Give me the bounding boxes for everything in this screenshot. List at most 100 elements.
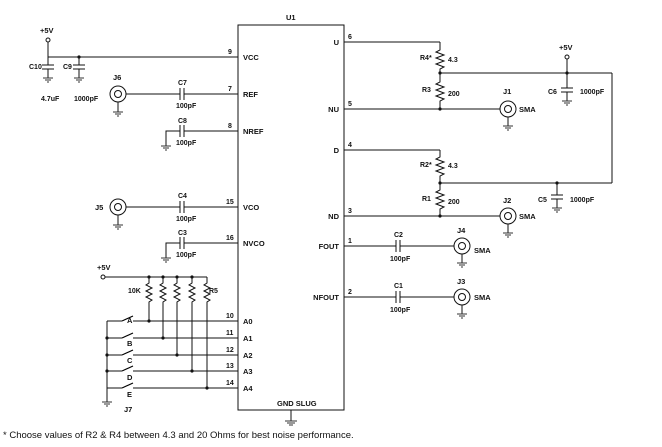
pin-number: 12	[226, 347, 234, 354]
capacitor-c1: C1 100pF	[380, 283, 454, 314]
pin-number: 5	[348, 101, 352, 108]
resistor-r1: R1 200	[422, 183, 460, 216]
connector-type: SMA	[519, 105, 536, 114]
pin-name: A1	[243, 334, 253, 343]
cap-value: 1000pF	[580, 89, 605, 96]
connector-ref: J2	[503, 196, 511, 205]
resistor-ref: R4*	[420, 55, 432, 62]
ic-footer: GND SLUG	[277, 399, 317, 408]
connector-j5: J5	[95, 198, 127, 230]
pin-name: REF	[243, 90, 258, 99]
cap-value: 100pF	[390, 256, 411, 263]
cap-value: 4.7uF	[41, 96, 60, 103]
switch-label: A	[127, 316, 133, 325]
switch-label: B	[127, 339, 133, 348]
resistor-ref: R5	[209, 288, 218, 295]
capacitor-c8: C8 100pF	[161, 118, 200, 151]
supply-label: +5V	[97, 263, 111, 272]
pin-name: U	[334, 38, 339, 47]
pin-name: VCC	[243, 53, 259, 62]
resistor-network: 10K R5	[128, 277, 218, 388]
pin-name: VCO	[243, 203, 259, 212]
supply-right: +5V	[559, 43, 573, 73]
supply-label: +5V	[40, 26, 54, 35]
cap-value: 1000pF	[570, 197, 595, 204]
capacitor-c4: C4 100pF	[176, 193, 197, 223]
capacitor-c9: C9 1000pF	[63, 57, 99, 103]
footnote: * Choose values of R2 & R4 between 4.3 a…	[3, 430, 354, 441]
pin-name: NFOUT	[313, 293, 339, 302]
pin-number: 11	[226, 330, 234, 337]
connector-j3: J3 SMA	[453, 277, 491, 319]
supply-top-left: +5V	[40, 26, 54, 57]
pin-number: 10	[226, 313, 234, 320]
pin-number: 6	[348, 34, 352, 41]
resistor-ref: R3	[422, 87, 431, 94]
switch-label: E	[127, 390, 132, 399]
resistor-value: 4.3	[448, 57, 458, 64]
capacitor-c7: C7 100pF	[176, 80, 197, 110]
cap-ref: C5	[538, 197, 547, 204]
cap-ref: C2	[394, 232, 403, 239]
resistor-r4: R4* 4.3	[420, 42, 458, 73]
switch-bank-ref: J7	[124, 405, 132, 414]
pin-name: D	[334, 146, 340, 155]
pin-name: ND	[328, 212, 339, 221]
cap-value: 100pF	[176, 216, 197, 223]
pin-name: NVCO	[243, 239, 265, 248]
pin-number: 16	[226, 235, 234, 242]
pin-number: 8	[228, 123, 232, 130]
resistor-ref: R1	[422, 196, 431, 203]
pin-name: A3	[243, 367, 253, 376]
switch-bank-j7: J7 A B C D E	[102, 315, 200, 414]
connector-type: SMA	[474, 293, 491, 302]
cap-ref: C10	[29, 64, 42, 71]
connector-j2: J2 SMA	[499, 196, 536, 238]
pin-number: 4	[348, 142, 352, 149]
capacitor-c5: C5 1000pF	[538, 183, 595, 213]
cap-ref: C8	[178, 118, 187, 125]
connector-j1: J1 SMA	[499, 87, 536, 131]
pin-number: 1	[348, 238, 352, 245]
switch-label: C	[127, 356, 133, 365]
connector-ref: J3	[457, 277, 465, 286]
connector-type: SMA	[474, 246, 491, 255]
capacitor-c10: C10 4.7uF	[29, 57, 60, 103]
pin-name: NREF	[243, 127, 264, 136]
cap-value: 100pF	[176, 252, 197, 259]
resistor-r3: R3 200	[422, 73, 460, 109]
resistor-value: 200	[448, 91, 460, 98]
connector-j4: J4 SMA	[453, 226, 491, 268]
connector-ref: J1	[503, 87, 511, 96]
cap-ref: C3	[178, 230, 187, 237]
pin-number: 14	[226, 380, 234, 387]
cap-ref: C9	[63, 64, 72, 71]
cap-ref: C1	[394, 283, 403, 290]
connector-ref: J4	[457, 226, 466, 235]
capacitor-c2: C2 100pF	[380, 232, 454, 263]
resistor-value: 4.3	[448, 163, 458, 170]
capacitor-c3: C3 100pF	[161, 230, 200, 263]
resistor-value: 10K	[128, 288, 141, 295]
pin-name: A2	[243, 351, 253, 360]
cap-ref: C7	[178, 80, 187, 87]
pin-number: 13	[226, 363, 234, 370]
pin-name: A4	[243, 384, 253, 393]
cap-ref: C6	[548, 89, 557, 96]
supply-label: +5V	[559, 43, 573, 52]
pin-number: 15	[226, 199, 234, 206]
connector-type: SMA	[519, 212, 536, 221]
resistor-ref: R2*	[420, 162, 432, 169]
cap-value: 100pF	[390, 307, 411, 314]
ic-ref: U1	[286, 13, 296, 22]
resistor-r2: R2* 4.3	[420, 150, 458, 183]
cap-ref: C4	[178, 193, 187, 200]
connector-ref: J6	[113, 73, 121, 82]
cap-value: 100pF	[176, 140, 197, 147]
pin-name: A0	[243, 317, 253, 326]
cap-value: 100pF	[176, 103, 197, 110]
pin-name: NU	[328, 105, 339, 114]
pin-number: 3	[348, 208, 352, 215]
pin-number: 7	[228, 86, 232, 93]
